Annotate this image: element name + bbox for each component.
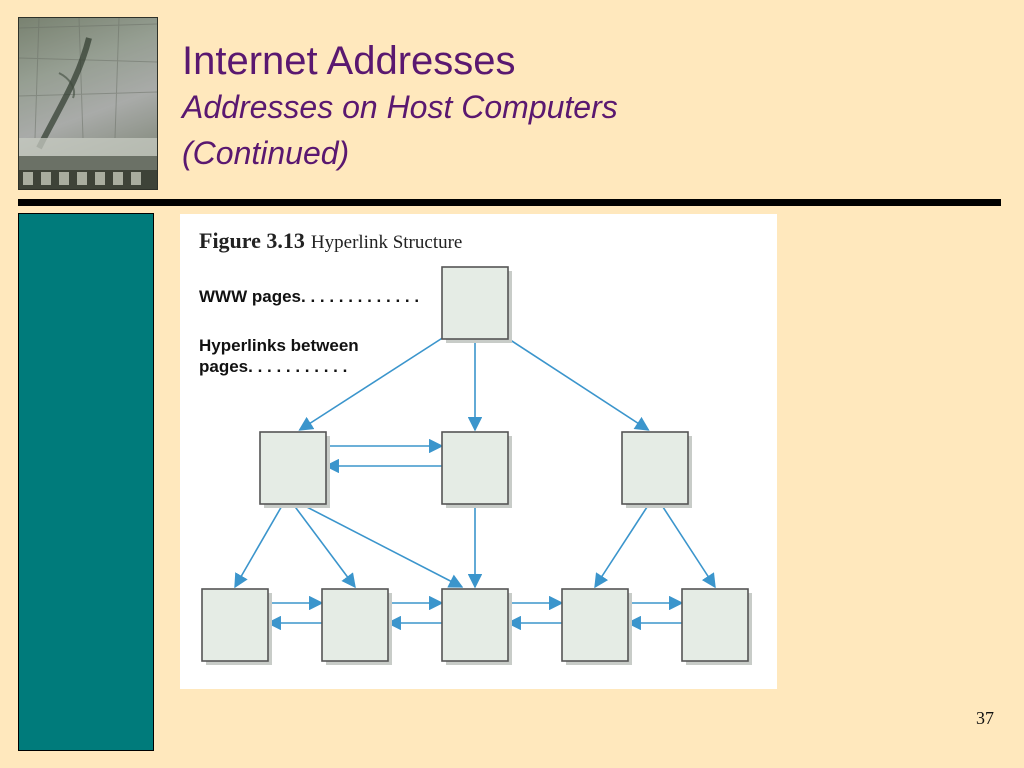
legend-pages: WWW pages. . . . . . . . . . . . . bbox=[199, 287, 420, 306]
web-page-node-m3 bbox=[621, 431, 689, 505]
web-page-node-b1 bbox=[201, 588, 269, 662]
legend-links: Hyperlinks between pages. . . . . . . . … bbox=[199, 335, 389, 377]
web-page-node-root bbox=[441, 266, 509, 340]
hyperlink-diagram bbox=[201, 266, 752, 665]
hyperlink-arrow-m1-b1 bbox=[234, 503, 284, 589]
legend-links-line2: pages. . . . . . . . . . . bbox=[199, 357, 348, 376]
web-page-node-b4 bbox=[561, 588, 629, 662]
figure-name: Hyperlink Structure bbox=[310, 232, 463, 253]
sidebar-panel bbox=[18, 213, 154, 751]
web-page-node-m2 bbox=[441, 431, 509, 505]
hyperlink-arrow-m3-b5 bbox=[660, 503, 716, 589]
slide-subtitle-line2: (Continued) bbox=[182, 135, 350, 171]
title-divider bbox=[18, 199, 1001, 206]
web-page-node-b3 bbox=[441, 588, 509, 662]
hyperlink-arrow-m1-b2 bbox=[292, 503, 356, 589]
web-page-node-b5 bbox=[681, 588, 749, 662]
title-block: Internet Addresses Addresses on Host Com… bbox=[182, 38, 618, 176]
legend-links-line1: Hyperlinks between bbox=[199, 336, 359, 355]
slide-title: Internet Addresses bbox=[182, 39, 516, 83]
nodes-layer bbox=[201, 266, 752, 665]
web-page-node-b2 bbox=[321, 588, 389, 662]
decorative-photo bbox=[18, 17, 158, 190]
hyperlink-arrow-m1-b3 bbox=[300, 503, 464, 588]
web-page-node-m1 bbox=[259, 431, 327, 505]
slide-number: 37 bbox=[976, 708, 994, 728]
hyperlink-arrow-m3-b4 bbox=[594, 503, 650, 589]
figure-number: Figure 3.13 bbox=[199, 228, 305, 253]
photo-texture bbox=[19, 18, 157, 189]
slide-subtitle-line1: Addresses on Host Computers bbox=[182, 89, 618, 125]
